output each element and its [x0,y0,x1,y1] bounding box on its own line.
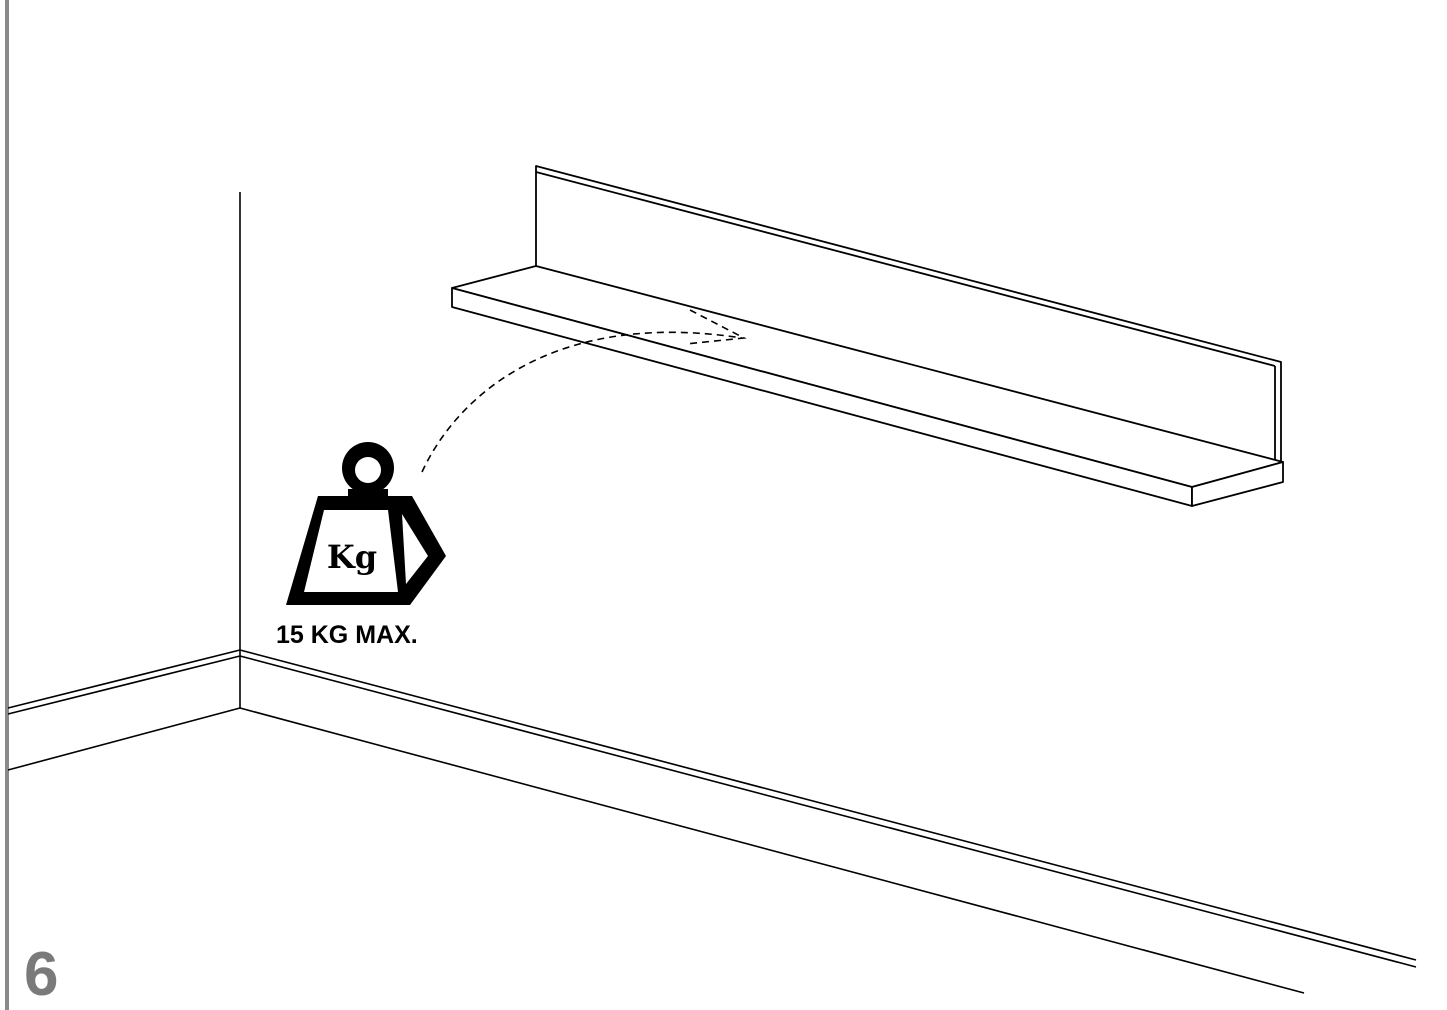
weight-ring-hole [355,457,381,483]
left-skirting-bottom [7,707,241,771]
max-load-label: 15 KG MAX. [276,621,418,649]
step-number: 6 [24,940,59,1009]
right-skirting-bottom [239,707,1305,994]
weight-icon-text: Kg [327,538,377,576]
right-skirting-top [239,649,1417,961]
arrow-head [685,309,747,345]
page-border [5,0,9,1010]
left-skirting-top-inner [7,655,241,715]
shelf-back-top-edge [535,171,1276,367]
arrow-curve [421,331,743,473]
left-skirting-top [7,649,241,709]
weight-icon: Kg [286,442,446,605]
right-skirting-top-inner [239,655,1417,968]
weight-side-face [402,514,428,584]
weight-front-face [304,510,398,592]
shelf-right-edge [1191,461,1284,507]
curved-arrow-icon [421,309,747,473]
room [7,192,1417,994]
wall-shelf [451,165,1284,507]
